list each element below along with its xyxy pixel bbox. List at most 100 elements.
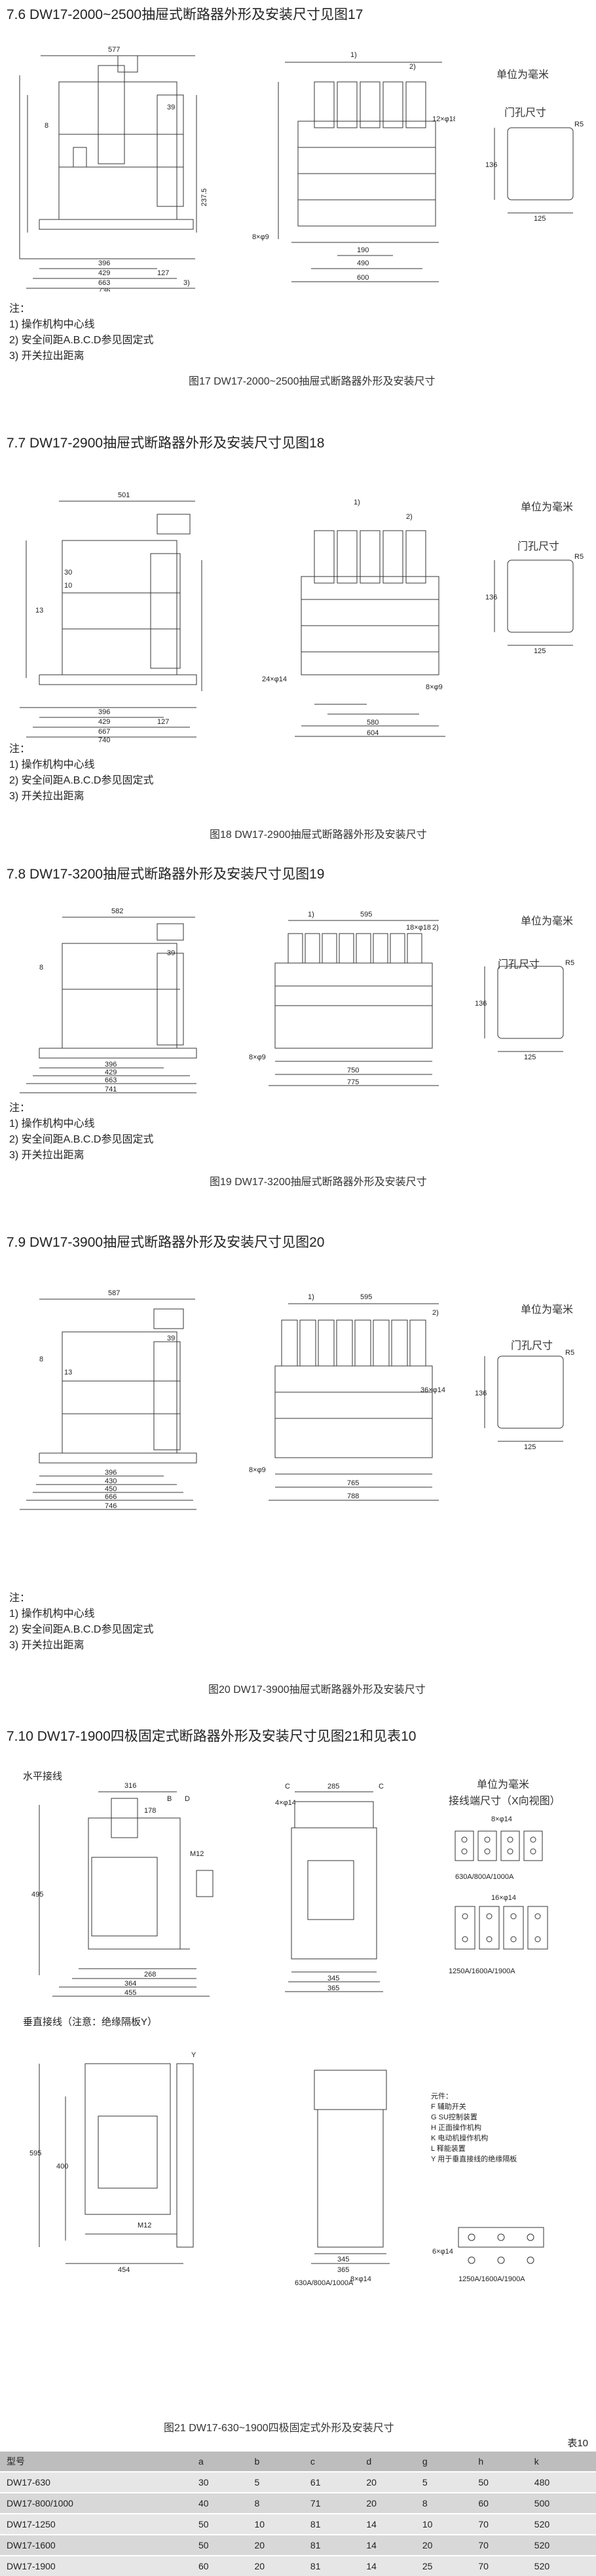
fig21-t-top: 8×φ14: [491, 1815, 512, 1823]
fig19-door-dim: R5: [565, 959, 574, 967]
table-header-cell: g: [415, 2452, 472, 2472]
fig17-top-dim: 577: [108, 46, 120, 54]
fig17-door-dim: 125: [534, 215, 546, 223]
notes-head: 注：: [9, 1593, 31, 1604]
fig17-caption: 图17 DW17-2000~2500抽屉式断路器外形及安装尺寸: [189, 376, 436, 387]
table-cell: 30: [191, 2471, 248, 2493]
fig21-vertical-front: 345 365 8×φ14 630A/800A/1000A: [295, 2057, 406, 2286]
horizontal-wiring-label: 水平接线: [23, 1771, 63, 1782]
fig19-top-dim: 582: [111, 907, 123, 915]
table-cell: 20: [248, 2534, 304, 2556]
fig21-vertical-terminal: 6×φ14 1250A/1600A/1900A: [432, 2208, 589, 2283]
fig21-h-top: B: [167, 1795, 172, 1803]
fig17-bottom-dim: 429: [98, 269, 110, 277]
fig18-front-bottom: 580: [367, 719, 379, 727]
fig18-side-dim: 10: [64, 582, 72, 590]
fig17-bottom-dim: 663: [98, 279, 110, 287]
fig17-front-mark: 8×φ9: [252, 233, 269, 241]
note-item: 3) 开关拉出距离: [9, 350, 84, 362]
fig21-vertical-side: Y M12 595 400 454: [29, 2051, 196, 2274]
fig20-caption: 图20 DW17-3900抽屉式断路器外形及安装尺寸: [208, 1684, 426, 1695]
fig19-front-mark: 595: [360, 911, 372, 919]
legend-item: Y 用于垂直接线的绝缘隔板: [431, 2155, 517, 2163]
fig20-front-mark: 8×φ9: [249, 1466, 266, 1474]
table-header-cell: h: [472, 2452, 528, 2472]
table-row: DW17-630 30 5 61 20 5 50 480: [0, 2471, 596, 2493]
note-item: 3) 开关拉出距离: [9, 791, 84, 802]
table-cell: 14: [360, 2513, 416, 2535]
notes-head: 注：: [9, 303, 31, 314]
fig19-front-bottom: 775: [347, 1078, 359, 1086]
fig17-bottom-dim: 3): [183, 279, 190, 287]
legend-item: G SU控制装置: [431, 2113, 477, 2121]
fig21-f-bottom: 345: [327, 1975, 339, 1982]
fig18-door-dim: 125: [534, 647, 546, 655]
table-cell: 50: [191, 2534, 248, 2556]
fig17-door-hole: R5 136 125: [485, 121, 584, 223]
fig18-front-view: 1) 2) 24×φ14 8×φ9 580 604: [262, 499, 458, 737]
table-cell: 14: [360, 2534, 416, 2556]
fig20-door-dim: 136: [475, 1390, 487, 1397]
fig21-h-top: 178: [144, 1807, 156, 1815]
fig21-f2-mark: 8×φ14: [350, 2275, 371, 2283]
fig19-side-view: 582 8 39 396 429 663 741: [0, 907, 216, 1093]
fig21-horizontal-front: C 285 C 4×φ14 345 365: [275, 1783, 384, 1992]
fig18-notes: 注： 1) 操作机构中心线 2) 安全间距A.B.C.D参见固定式 3) 开关拉…: [9, 742, 153, 805]
fig18-front-mark: 8×φ9: [426, 683, 443, 691]
fig21-f-top: 4×φ14: [275, 1799, 296, 1807]
note-item: 3) 开关拉出距离: [9, 1150, 84, 1161]
table-cell: 81: [303, 2555, 360, 2576]
fig18-front-bottom: 604: [367, 729, 379, 737]
fig21-f2-bottom: 365: [337, 2266, 349, 2274]
note-item: 2) 安全间距A.B.C.D参见固定式: [9, 335, 154, 346]
fig17-bottom-dim: 396: [98, 259, 110, 267]
section-title-7-6: 7.6 DW17-2000~2500抽屉式断路器外形及安装尺寸见图17: [7, 7, 363, 22]
section-title-7-7: 7.7 DW17-2900抽屉式断路器外形及安装尺寸见图18: [7, 436, 325, 451]
table-header-cell: k: [527, 2452, 596, 2472]
fig18-door-dim: 136: [485, 594, 497, 601]
unit-label: 单位为毫米: [496, 69, 549, 81]
fig21-v-bottom: 454: [118, 2266, 130, 2274]
fig20-front-mark: 36×φ14: [420, 1386, 445, 1394]
fig17-notes: 注： 1) 操作机构中心线 2) 安全间距A.B.C.D参见固定式 3) 开关拉…: [9, 301, 153, 364]
terminal-size-label: 接线端尺寸（X向视图）: [449, 1796, 561, 1807]
table-cell: 8: [415, 2492, 472, 2514]
fig17-front-mark: 1): [350, 51, 357, 59]
spec-table: 型号 a b c d g h k DW17-630 30 5 61 20 5 5…: [0, 2452, 596, 2576]
fig19-side-dim: 8: [39, 964, 43, 972]
fig17-front-bottom: 600: [357, 274, 369, 282]
fig19-front-mark: 1): [308, 911, 314, 919]
table-cell: 10: [248, 2513, 304, 2535]
fig20-front-bottom: 788: [347, 1492, 359, 1500]
table-cell: 71: [303, 2492, 360, 2514]
fig21-t-label: 1250A/1600A/1900A: [449, 1967, 515, 1975]
table-cell: 50: [191, 2513, 248, 2535]
notes-head: 注：: [9, 744, 31, 755]
fig18-top-dim: 501: [118, 491, 130, 499]
fig19-front-mark: 18×φ18: [406, 924, 431, 932]
fig20-front-mark: 1): [308, 1293, 314, 1301]
unit-label: 单位为毫米: [521, 916, 574, 927]
fig19-notes: 注： 1) 操作机构中心线 2) 安全间距A.B.C.D参见固定式 3) 开关拉…: [9, 1101, 153, 1164]
table-cell: 60: [191, 2555, 248, 2576]
legend-item: K 电动机操作机构: [431, 2134, 489, 2142]
fig20-door-hole: R5 136 125: [475, 1349, 574, 1451]
legend-item: L 释能装置: [431, 2145, 466, 2153]
fig18-bottom-dim: 396: [98, 708, 110, 716]
fig20-notes: 注： 1) 操作机构中心线 2) 安全间距A.B.C.D参见固定式 3) 开关拉…: [9, 1591, 153, 1654]
fig18-front-mark: 2): [406, 513, 413, 521]
section-title-7-9: 7.9 DW17-3900抽屉式断路器外形及安装尺寸见图20: [7, 1235, 325, 1250]
fig19-front-view: 1) 595 2) 18×φ18 8×φ9 750 775: [249, 911, 458, 1086]
fig21-v-vert: 400: [56, 2163, 68, 2170]
fig20-side-view: 587 8 39 13 396 430 450 666 746: [0, 1289, 216, 1510]
fig21-f-top: 285: [327, 1783, 339, 1790]
fig20-top-dim: 587: [108, 1289, 120, 1297]
table-header-cell: a: [191, 2452, 248, 2472]
door-hole-label: 门孔尺寸: [498, 959, 540, 970]
table-cell: 60: [472, 2492, 528, 2514]
table-cell: 520: [527, 2555, 596, 2576]
table-row: DW17-1600 50 20 81 14 20 70 520: [0, 2534, 596, 2556]
fig18-bottom-dim: 127: [157, 718, 169, 726]
note-item: 2) 安全间距A.B.C.D参见固定式: [9, 1134, 154, 1145]
table-cell: 500: [527, 2492, 596, 2514]
